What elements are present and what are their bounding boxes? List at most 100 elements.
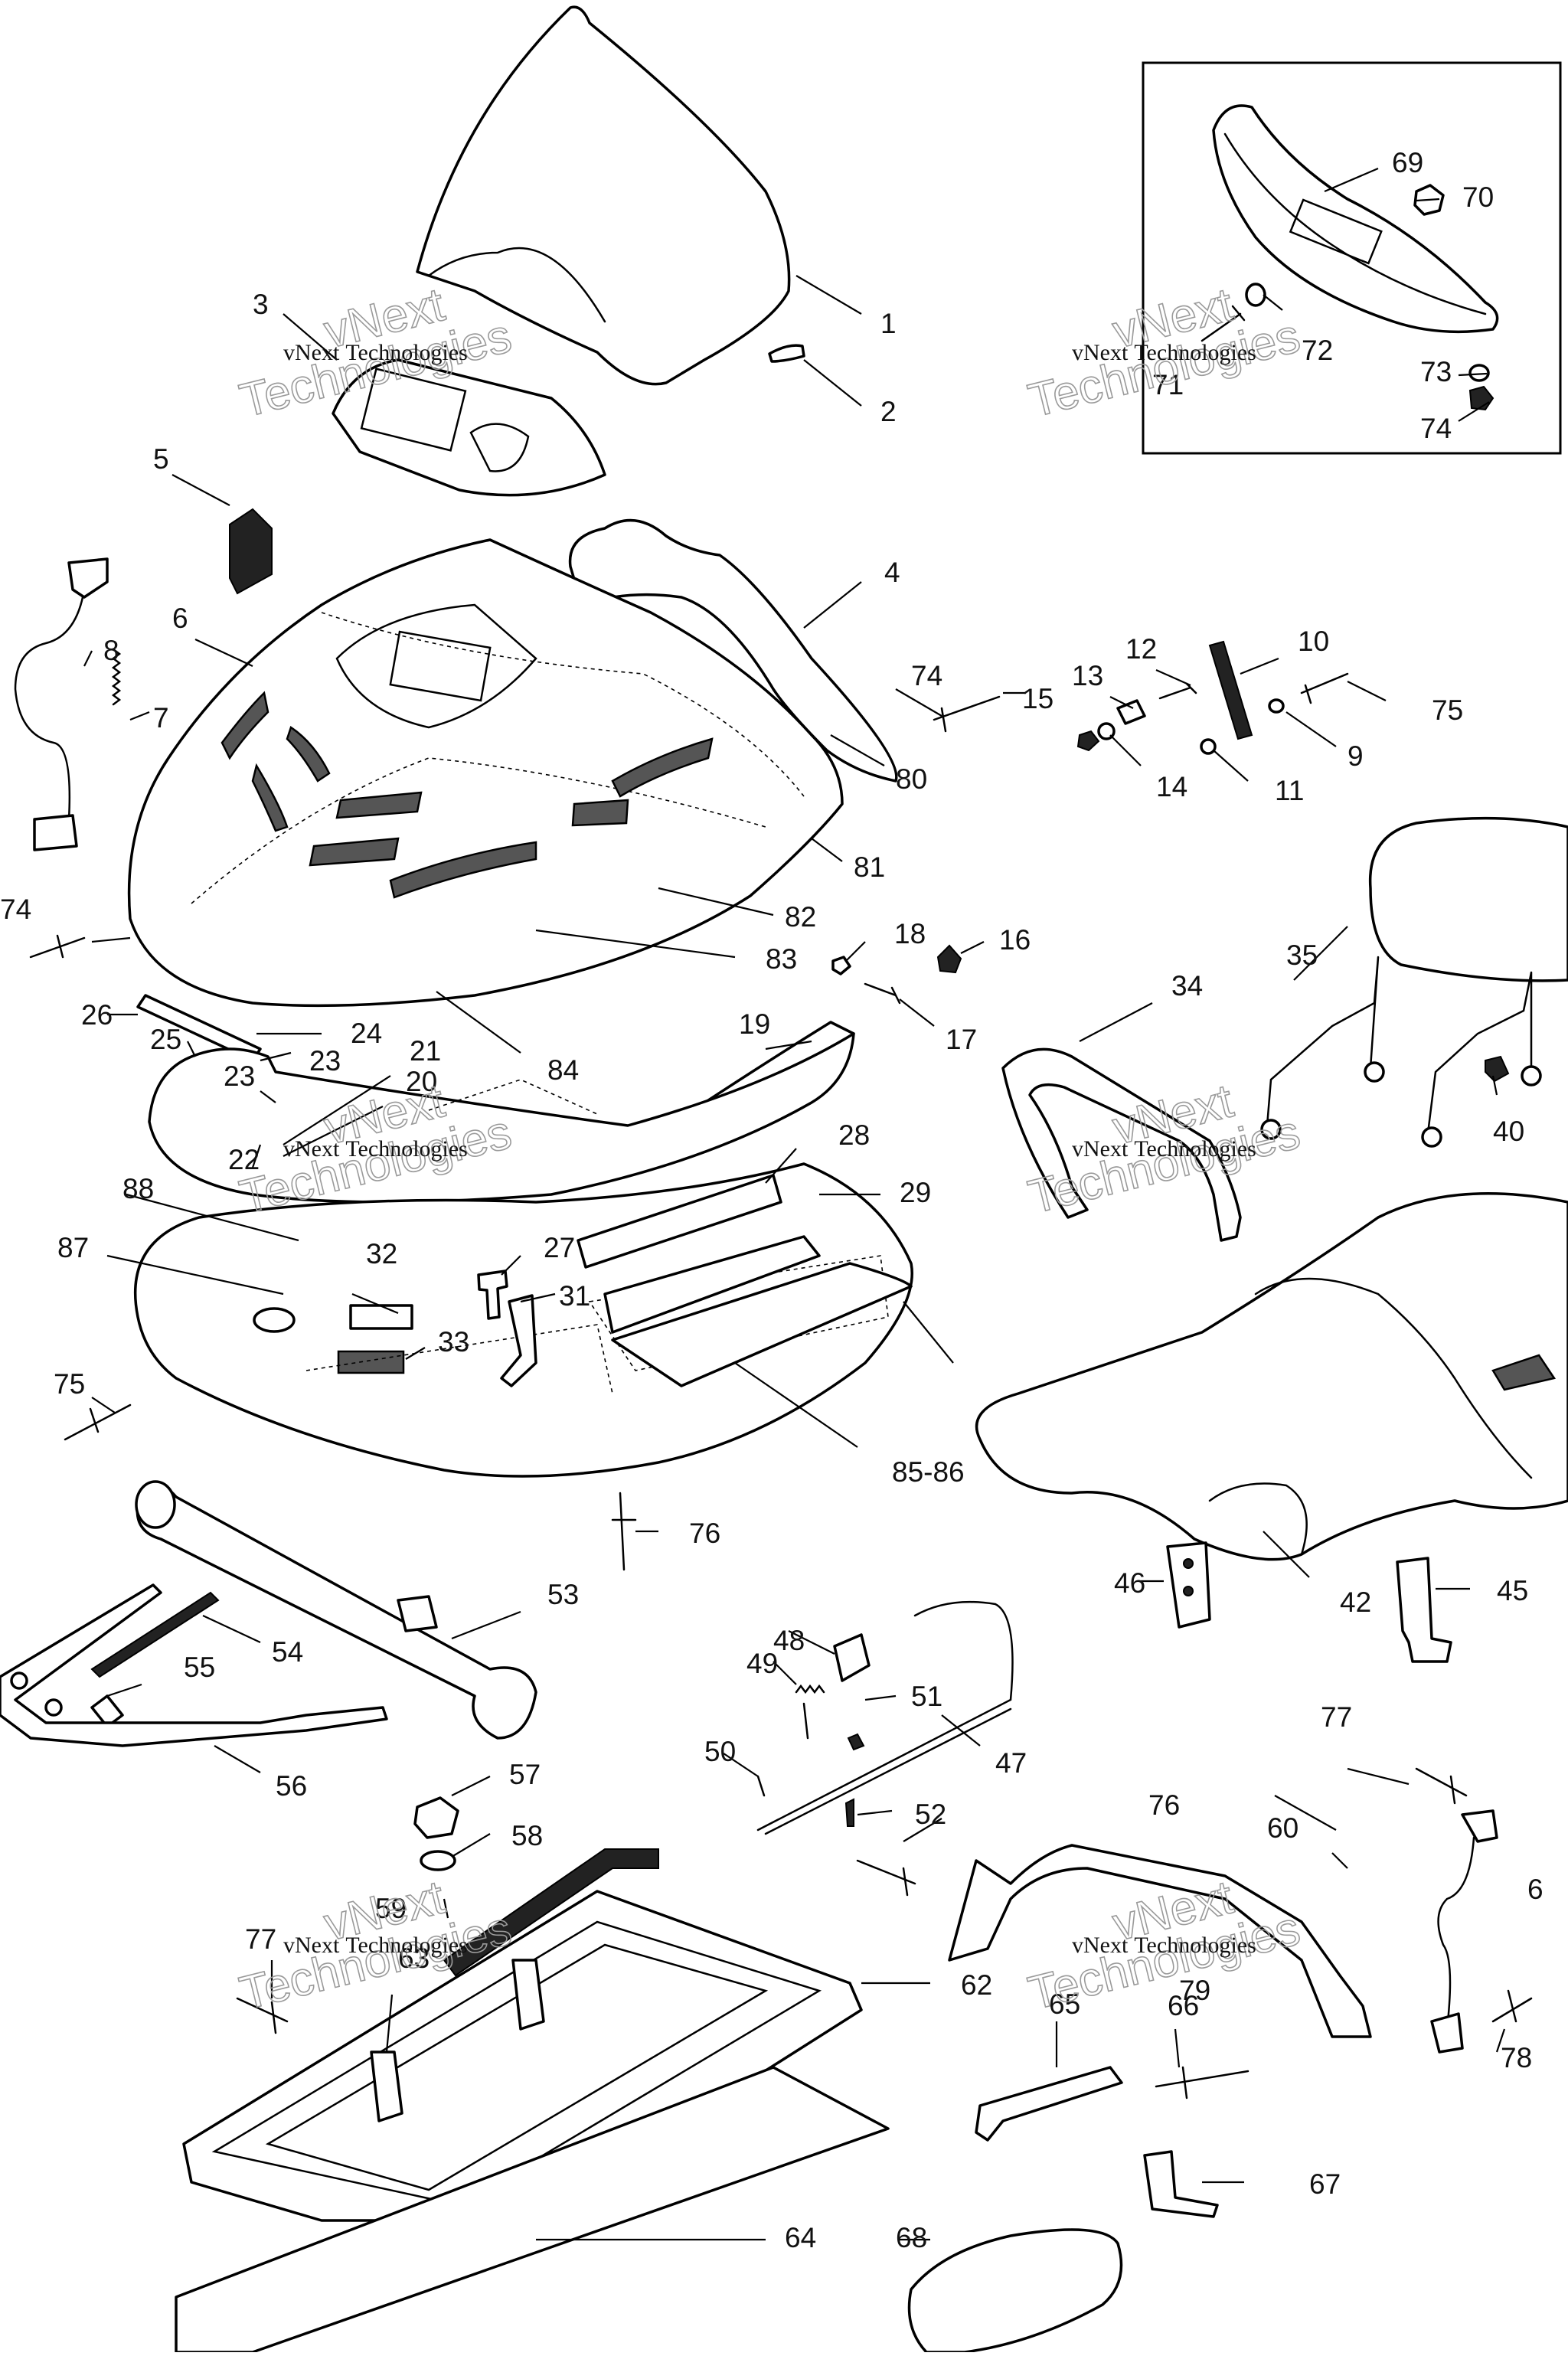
part-bolt-70 [1200,305,1246,342]
callout-label: 22 [228,1144,260,1175]
part-panel-88 [611,1262,913,1387]
part-bracket-65 [975,2066,1123,2142]
watermark-text-line2: Technologies [345,1136,468,1162]
part-bellypan-decal-line [305,1324,613,1394]
part-bar-59 [443,1848,659,1977]
watermark-text-line1: vNext [283,1933,340,1958]
part-cable-bracket-bottom [33,814,78,851]
part-rivet-74-b [29,934,86,959]
callout-label: 31 [559,1280,590,1312]
part-rivet-74-c [64,1403,132,1441]
callout-label: 76 [689,1518,720,1549]
callout-label: 13 [1072,660,1103,691]
part-windshield [416,5,791,386]
callout-label: 82 [785,901,816,933]
callout-label: 35 [1286,939,1318,971]
part-seat-rear-seam [1208,1482,1308,1556]
part-seat-cable-bracket-bottom [1430,2012,1464,2054]
callout-label: 46 [1114,1567,1145,1599]
callout-label: 45 [1497,1575,1528,1606]
part-backrest-foot-3 [1421,1126,1442,1148]
part-bellypan-hole [253,1307,296,1333]
part-tray-62-rim [211,1920,822,2207]
leader-lines [83,167,1506,2241]
part-bracket-31 [500,1294,537,1387]
part-bracket-66 [1143,2150,1219,2218]
callout-label: 18 [894,918,926,949]
part-frame-pivot-1 [10,1671,28,1690]
callout-label: 28 [838,1119,870,1151]
part-backrest-foot-2 [1364,1061,1385,1083]
callout-label: 63 [398,1943,430,1974]
part-nose-band [148,1032,855,1204]
callout-label: 77 [245,1923,276,1955]
callout-label: 8 [103,635,119,666]
watermark-text-line1: vNext [283,340,340,365]
callout-label: 80 [896,763,927,795]
part-screw-17 [864,982,901,1005]
part-hood-cable [14,588,86,821]
part-tray-62-floor [265,1943,769,2191]
callout-label: 75 [54,1368,85,1400]
watermark-text-line2: Technologies [1134,1933,1256,1958]
callout-label: 81 [854,851,885,883]
part-hood-vent-1 [220,691,270,760]
callout-label: 79 [1179,1975,1210,2006]
part-bolt-12 [1158,682,1197,700]
callout-label: 9 [1348,740,1364,772]
part-pad-67 [907,2228,1123,2354]
part-hood-recess [335,603,537,729]
part-rivet-75-a [1300,672,1349,704]
callout-label: 87 [57,1232,89,1263]
part-washer-9 [1268,698,1285,714]
part-steering-bracket [397,1595,438,1632]
part-nut-18 [831,956,851,975]
part-washer-72 [1468,364,1490,382]
part-frame-56 [0,1583,388,1747]
callout-label: 59 [375,1893,407,1924]
watermark-text-line1: vNext [1072,1933,1129,1958]
part-console-window [360,368,467,452]
part-bumper-68 [1212,104,1499,334]
watermark-text-line1: vNext [283,1136,340,1162]
part-pin-50 [756,1775,766,1797]
callout-label: 56 [276,1770,307,1802]
callout-label: 66 [1168,1990,1199,2021]
callout-label: 27 [544,1232,575,1263]
watermark-text-line1: vNext [1072,340,1129,365]
part-rivet-78 [1155,2066,1250,2099]
callout-label: 5 [153,443,169,475]
part-bellypan-decal-33 [337,1350,405,1374]
callout-label: 65 [1049,1988,1080,2020]
callout-label: 6 [1527,1874,1544,1905]
callout-label: 74 [1420,413,1452,444]
watermark-text-line2: Technologies [345,1933,468,1958]
part-bellypan-decal-32 [349,1304,413,1330]
part-rack-54 [90,1591,220,1678]
part-hood-vent-6 [389,841,537,899]
callout-label: 88 [122,1173,154,1204]
callout-label: 71 [1152,369,1184,400]
callout-label: 21 [410,1035,441,1067]
callout-label: 68 [896,2222,927,2253]
callout-label: 2 [880,396,897,427]
part-washer-71 [1245,283,1266,307]
part-hood-vent-8 [571,799,629,827]
callout-label: 47 [995,1747,1027,1779]
callout-label: 32 [366,1238,397,1269]
callout-label: 62 [961,1969,992,2001]
part-bolt-27 [477,1269,508,1320]
callout-label: 74 [911,660,942,691]
callout-label: 64 [785,2222,816,2253]
part-strip-28 [577,1174,782,1269]
part-clip [768,344,805,363]
inset-frame [1142,61,1562,455]
callout-label: 78 [1501,2042,1532,2073]
part-nose-band-decal [428,1079,598,1115]
